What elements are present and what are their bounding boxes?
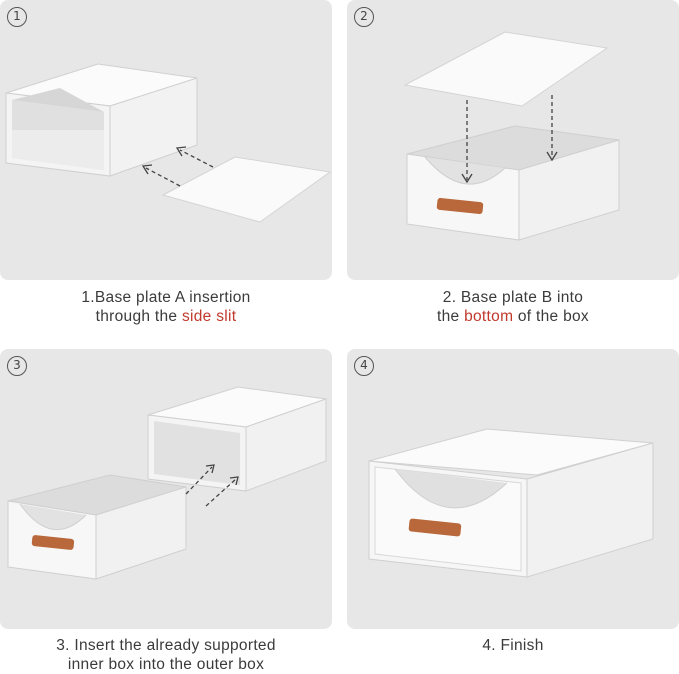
caption-highlight: bottom <box>464 308 514 325</box>
step-2-illustration <box>403 31 620 241</box>
step-number-badge: 4 <box>354 356 374 376</box>
step-number-badge: 2 <box>354 7 374 27</box>
leather-handle-icon <box>31 535 75 550</box>
caption-line-2: the bottom of the box <box>347 307 679 326</box>
caption-highlight: side slit <box>181 308 237 325</box>
caption-text: through the <box>95 308 182 325</box>
step-number-badge: 1 <box>7 7 27 27</box>
leather-handle-icon <box>436 197 484 215</box>
caption-text: of the box <box>513 308 589 325</box>
step-1-illustration <box>5 63 332 223</box>
step-1-panel: 1 <box>0 0 332 280</box>
step-2-caption: 2. Base plate B into the bottom of the b… <box>347 288 679 326</box>
leather-handle-icon <box>408 518 462 537</box>
caption-text: the <box>437 308 465 325</box>
step-3-illustration <box>7 386 327 580</box>
step-1-caption: 1.Base plate A insertion through the sid… <box>0 288 332 326</box>
step-3-caption: 3. Insert the already supported inner bo… <box>0 636 332 674</box>
caption-line-1: 4. Finish <box>482 637 544 654</box>
step-2-panel: 2 <box>347 0 679 280</box>
caption-line-1: 1.Base plate A insertion <box>81 289 251 306</box>
caption-line-2: inner box into the outer box <box>67 656 265 673</box>
step-3-panel: 3 <box>0 349 332 629</box>
caption-line-1: 2. Base plate B into <box>442 289 584 306</box>
step-number-badge: 3 <box>7 356 27 376</box>
step-4-panel: 4 <box>347 349 679 629</box>
caption-line-1: 3. Insert the already supported <box>56 637 276 654</box>
step-4-caption: 4. Finish <box>347 636 679 655</box>
caption-line-2: through the side slit <box>0 307 332 326</box>
step-4-illustration <box>368 428 654 578</box>
